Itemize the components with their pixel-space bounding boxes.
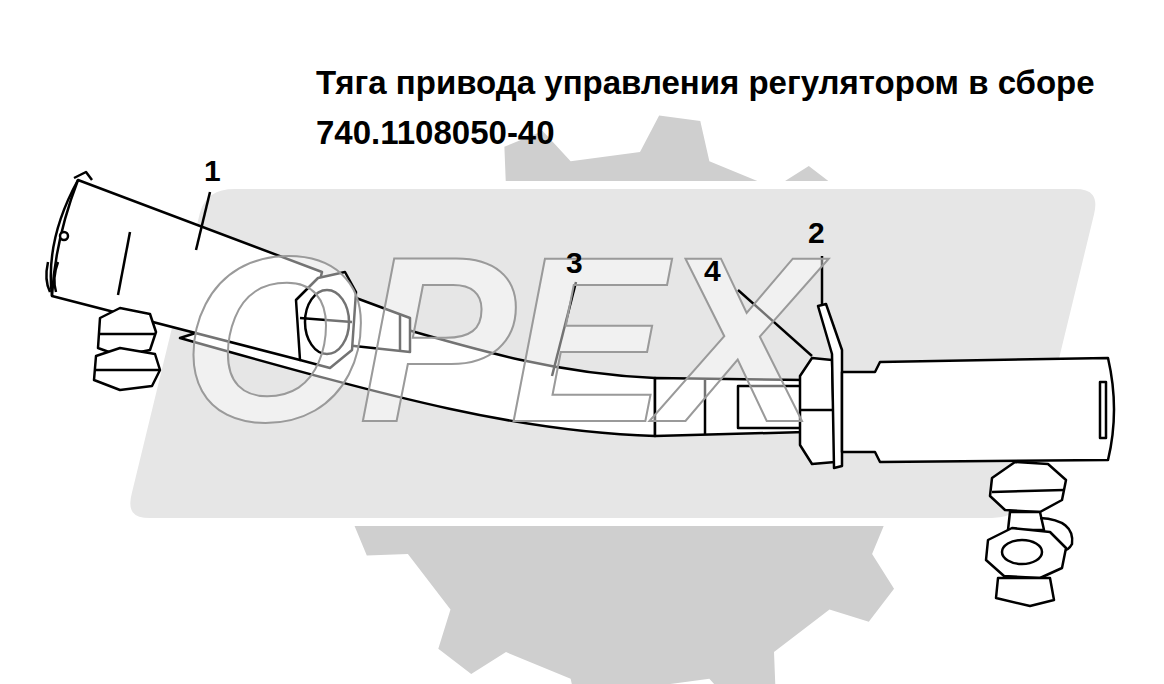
lock-washer [818,304,842,468]
ball-joint-left [94,308,160,390]
emblem-band [126,185,1099,522]
callout-number: 1 [204,156,221,186]
tube-hole [60,232,68,240]
ball-joint-right [986,462,1072,606]
callout-number: 3 [566,248,583,278]
callout-number: 4 [704,256,721,286]
tube-slot [1100,382,1106,438]
right-tip-tube [842,358,1114,462]
tube-edge [118,232,130,295]
tube-slot [46,262,58,292]
assembly-title: Тяга привода управления регулятором в сб… [316,58,1116,158]
callout-number: 2 [808,218,825,248]
tube-end [52,180,78,296]
cotter-pin [74,172,92,180]
